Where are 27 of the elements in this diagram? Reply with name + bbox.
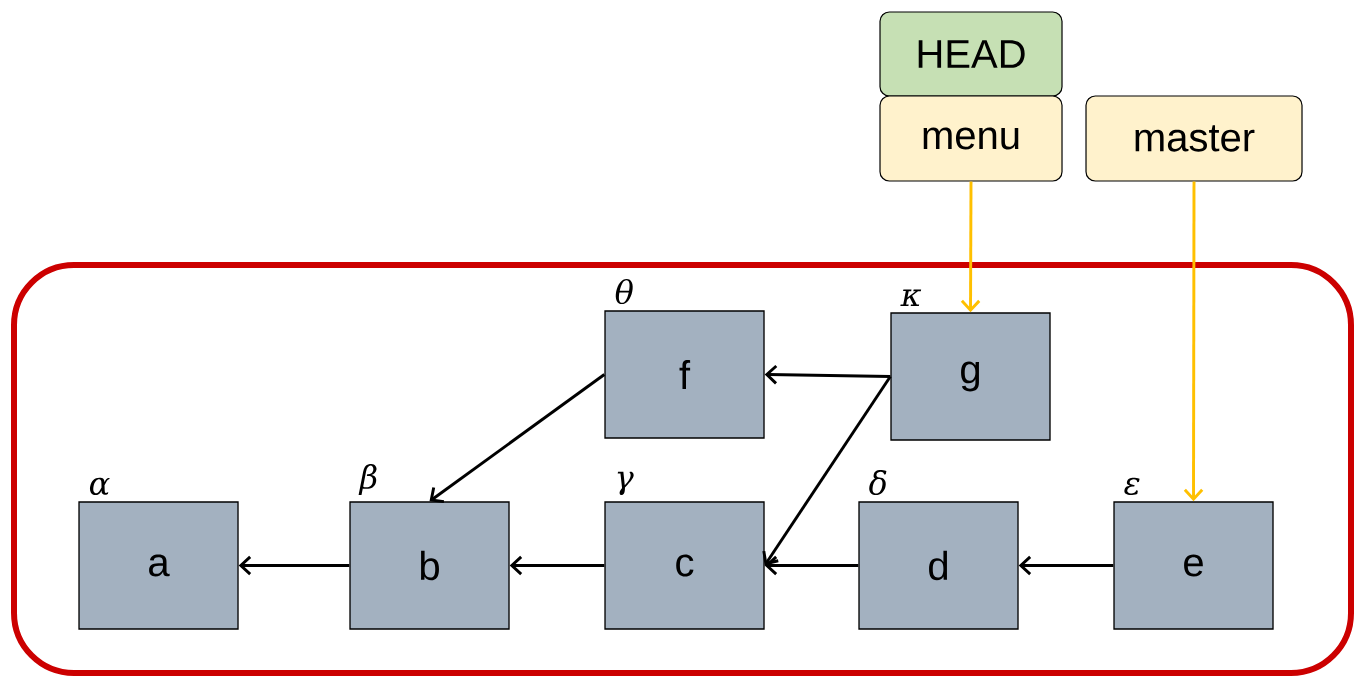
- commit-box: c: [604, 501, 765, 630]
- branch-tag: master: [1085, 95, 1303, 182]
- commit-label: κ: [900, 289, 922, 307]
- commit-label: α: [89, 477, 110, 496]
- commit-box: e: [1113, 501, 1274, 630]
- arrow: [429, 373, 606, 504]
- commit-box: d: [858, 501, 1019, 630]
- branch-tag: menu: [879, 95, 1063, 182]
- commit-label: ε: [1124, 477, 1140, 496]
- commit-label: δ: [869, 470, 887, 496]
- arrow: [960, 181, 981, 313]
- repository-frame: [11, 262, 1354, 676]
- commit-label: θ: [615, 279, 633, 305]
- arrow: [1018, 555, 1114, 576]
- commit-label: γ: [617, 471, 634, 495]
- arrow: [764, 555, 859, 576]
- commit-box: b: [349, 501, 510, 630]
- arrow: [509, 555, 605, 576]
- pointer-tag: HEAD: [879, 11, 1063, 97]
- commit-box: g: [890, 312, 1051, 441]
- commit-box: f: [604, 310, 765, 439]
- commit-label: β: [358, 463, 377, 496]
- arrow: [238, 555, 350, 576]
- arrow: [762, 375, 892, 566]
- arrow: [764, 364, 891, 385]
- commit-box: a: [78, 501, 239, 630]
- arrow: [1183, 181, 1204, 502]
